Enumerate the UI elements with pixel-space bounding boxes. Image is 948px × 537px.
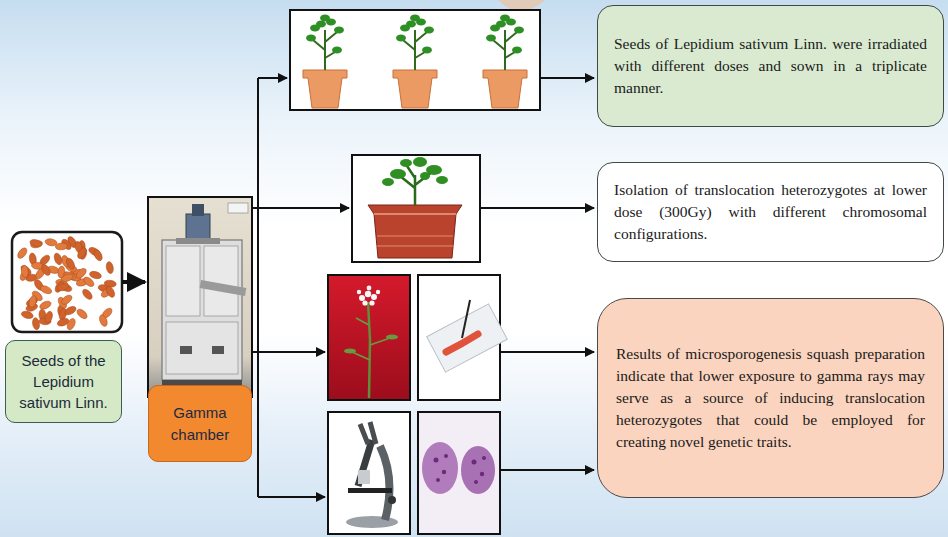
box-text: Seeds of Lepidium sativum Linn. were irr… [614, 33, 927, 99]
slide-illustration [418, 275, 507, 400]
microscope-illustration [328, 412, 410, 534]
arrow [122, 280, 145, 284]
flower-photo [328, 275, 410, 400]
box-text: Gamma chamber [155, 402, 245, 445]
pots-illustration [290, 10, 540, 110]
process-box: Isolation of translocation heterozygotes… [597, 162, 944, 262]
process-box: Seeds of Lepidium sativum Linn. were irr… [597, 5, 944, 127]
caption-box: Seeds of the Lepidium sativum Linn. [5, 340, 122, 423]
seeds-photo [12, 232, 122, 332]
cells-micrograph [418, 412, 500, 534]
box-text: Results of microsporogenesis squash prep… [616, 343, 925, 453]
result-box: Results of microsporogenesis squash prep… [597, 298, 944, 498]
box-text: Isolation of translocation heterozygotes… [614, 179, 927, 245]
gamma-chamber-photo [148, 197, 252, 397]
pot-illustration [352, 155, 480, 262]
box-text: Seeds of the Lepidium sativum Linn. [12, 350, 115, 414]
caption-box: Gamma chamber [148, 385, 252, 462]
